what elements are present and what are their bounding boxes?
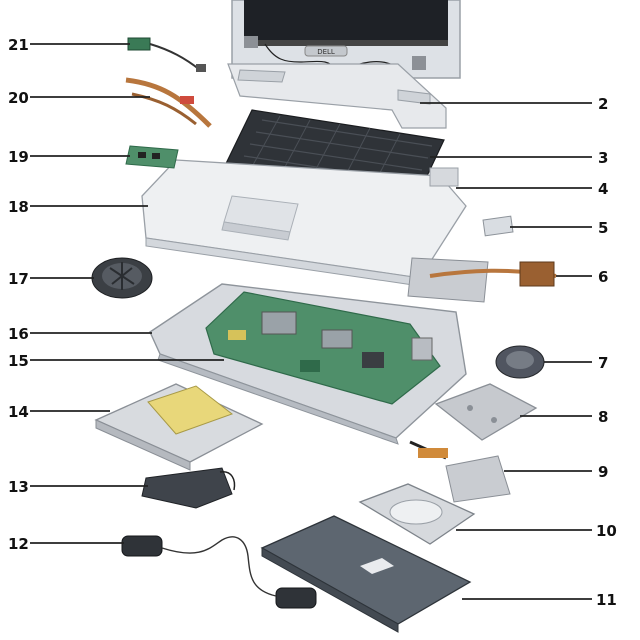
callout-8: 8 (598, 408, 608, 426)
callout-20: 20 (8, 89, 29, 107)
callout-3: 3 (598, 149, 608, 167)
wireless-card (482, 215, 514, 237)
callout-10: 10 (596, 522, 617, 540)
callout-7: 7 (598, 354, 608, 372)
heat-pipe (125, 77, 212, 128)
optical-drive (94, 383, 264, 471)
callout-5: 5 (598, 219, 608, 237)
callout-16: 16 (8, 325, 29, 343)
palm-rest (141, 159, 467, 287)
processor-fan (495, 345, 545, 379)
callout-15: 15 (8, 352, 29, 370)
dell-logo: DELL (317, 48, 335, 56)
heat-sink (407, 257, 557, 303)
power-connector (127, 37, 206, 72)
callout-9: 9 (598, 463, 608, 481)
callout-19: 19 (8, 148, 29, 166)
callout-14: 14 (8, 403, 29, 421)
callout-2: 2 (598, 95, 608, 113)
hard-drive-bracket (434, 383, 538, 441)
callout-11: 11 (596, 591, 617, 609)
callout-18: 18 (8, 198, 29, 216)
system-board (205, 291, 441, 405)
battery (260, 515, 472, 633)
memory-module (125, 145, 179, 169)
callout-12: 12 (8, 535, 29, 553)
callout-21: 21 (8, 36, 29, 54)
callout-6: 6 (598, 268, 608, 286)
callout-4: 4 (598, 180, 608, 198)
cooling-fan (91, 257, 153, 299)
hard-drive-connector (409, 440, 511, 503)
hard-drive (358, 483, 476, 545)
hinge-cover (227, 63, 447, 129)
callout-13: 13 (8, 478, 29, 496)
callout-17: 17 (8, 270, 29, 288)
speakers (121, 535, 317, 609)
speaker-assembly (141, 467, 236, 509)
